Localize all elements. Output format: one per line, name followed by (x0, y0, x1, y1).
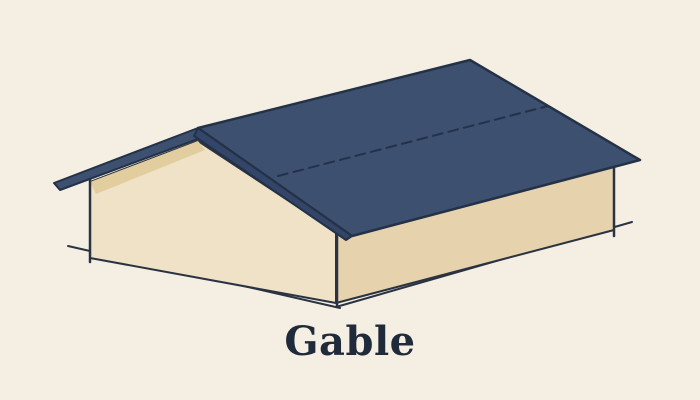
roof-type-caption: Gable (284, 318, 416, 365)
roof-ridge-line (277, 105, 549, 177)
gable-eave-shadow (90, 141, 205, 194)
gable-fascia-right (193, 127, 353, 241)
wall-posts (88, 161, 616, 309)
